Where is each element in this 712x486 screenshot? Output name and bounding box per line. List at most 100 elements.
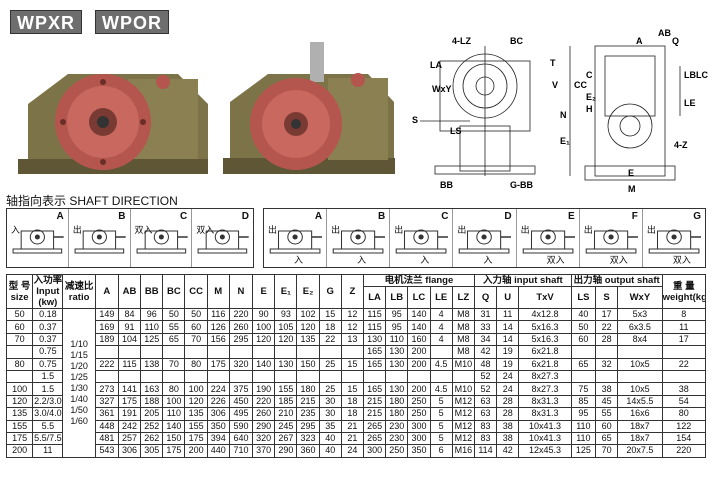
shaft-direction-tag: 入 <box>11 225 21 235</box>
table-cell: 40 <box>570 307 596 322</box>
shaft-direction-tag: 出 <box>457 225 467 235</box>
drawing-label-n: N <box>560 110 567 120</box>
table-cell: 200 <box>407 357 431 371</box>
shaft-direction-tag: 出 <box>72 225 82 235</box>
table-cell: M12 <box>451 419 475 433</box>
table-cell <box>274 345 298 359</box>
shaft-diagram-icon <box>332 229 386 254</box>
table-cell: 22 <box>594 320 619 334</box>
table-cell: 191 <box>117 407 142 421</box>
table-cell: 25 <box>318 382 342 396</box>
shaft-direction-letter: A <box>56 211 64 222</box>
col-txv: TxV <box>518 286 572 309</box>
table-cell: 394 <box>206 431 230 446</box>
table-cell: 5 <box>429 419 453 433</box>
table-cell: 80 <box>5 357 34 371</box>
table-cell: 28 <box>496 407 520 421</box>
drawing-label-wxy: WxY <box>432 84 452 94</box>
table-cell <box>274 369 298 384</box>
table-cell: 220 <box>228 307 254 322</box>
table-cell: 156 <box>206 332 230 347</box>
table-cell: 122 <box>661 419 707 433</box>
table-cell: 105 <box>274 320 298 334</box>
table-cell: 38 <box>661 382 707 396</box>
drawing-label-le: LE <box>684 98 696 108</box>
table-cell <box>252 345 276 359</box>
table-cell: 295 <box>228 332 254 347</box>
table-cell: 130 <box>362 332 387 347</box>
ratio-value: 1/50 <box>70 404 88 415</box>
table-cell: 0.37 <box>32 332 64 347</box>
table-cell: 230 <box>385 419 409 433</box>
table-cell: 320 <box>252 431 276 446</box>
table-cell: M12 <box>451 407 475 421</box>
shaft-direction-tag: 出 <box>583 225 593 235</box>
table-cell <box>252 369 276 384</box>
model-badge-wpxr: WPXR <box>10 10 82 34</box>
shaft-direction-tag: 双入 <box>672 255 691 265</box>
table-cell: 5x16.3 <box>518 332 572 347</box>
col-e: E <box>252 274 276 309</box>
table-cell: M16 <box>451 444 475 458</box>
shaft-diagram-icon <box>74 229 126 254</box>
table-cell: 45 <box>594 394 619 409</box>
table-cell: 495 <box>228 407 254 421</box>
table-cell: 290 <box>274 444 298 458</box>
shaft-direction-letter: C <box>180 211 188 222</box>
shaft-direction-tag: 入 <box>483 255 493 265</box>
table-cell: 300 <box>407 419 431 433</box>
col-z: Z <box>340 274 364 309</box>
table-cell: 323 <box>296 431 320 446</box>
table-cell: 135 <box>296 332 320 347</box>
drawing-label-bc: BC <box>510 36 523 46</box>
table-cell: 163 <box>140 382 164 396</box>
table-cell: 34 <box>473 332 498 347</box>
table-cell: 6x21.8 <box>518 345 572 359</box>
table-cell: 110 <box>570 419 596 433</box>
shaft-direction-tag: 出 <box>331 225 341 235</box>
table-cell: 150 <box>296 357 320 371</box>
table-cell: 50 <box>184 307 208 322</box>
table-cell: 30 <box>318 407 342 421</box>
table-cell: 125 <box>570 444 596 458</box>
table-cell: 15 <box>340 382 364 396</box>
drawing-label-h: H <box>586 104 593 114</box>
table-cell: 22 <box>661 357 707 371</box>
table-cell: 140 <box>162 419 186 433</box>
table-cell: 250 <box>407 407 431 421</box>
table-cell: 0.75 <box>32 345 64 359</box>
table-cell: 115 <box>117 357 142 371</box>
table-cell <box>594 369 619 384</box>
table-cell <box>140 345 164 359</box>
shaft-diagram-icon <box>648 229 701 254</box>
table-cell <box>5 369 34 384</box>
table-cell: 200 <box>407 382 431 396</box>
table-cell: 130 <box>385 357 409 371</box>
shaft-diagram-icon <box>395 229 449 254</box>
table-cell: 120 <box>184 394 208 409</box>
table-cell: 265 <box>362 431 387 446</box>
table-cell <box>94 369 119 384</box>
table-cell: 102 <box>296 307 320 322</box>
table-cell: 140 <box>252 357 276 371</box>
table-cell: 110 <box>162 407 186 421</box>
table-cell: 100 <box>5 382 34 396</box>
table-cell: 481 <box>94 431 119 446</box>
col-e1: E₁ <box>274 274 298 309</box>
gearbox-photo-wpxr <box>18 74 208 174</box>
table-cell: 5 <box>429 394 453 409</box>
table-cell: 350 <box>407 444 431 458</box>
shaft-direction-letter: B <box>118 211 126 222</box>
table-cell: 327 <box>94 394 119 409</box>
table-cell: 52 <box>473 382 498 396</box>
shaft-direction-letter: D <box>504 211 512 222</box>
